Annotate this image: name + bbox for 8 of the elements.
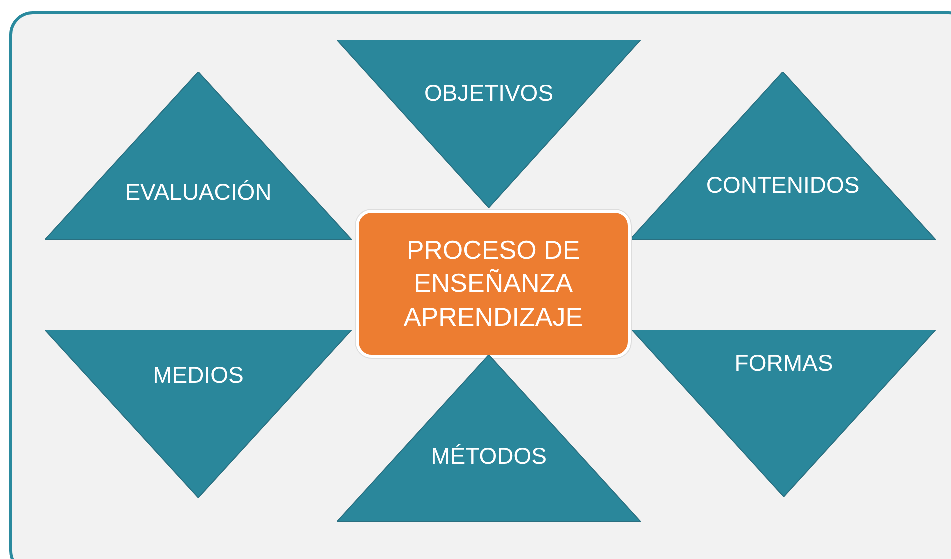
node-label: PROCESO DE ENSEÑANZA APRENDIZAJE [402,234,584,334]
node-label: FORMAS [734,350,834,378]
node-label: MEDIOS [153,362,244,390]
process-box [356,210,631,358]
node-label: CONTENIDOS [706,172,860,200]
node-label: MÉTODOS [431,443,547,471]
node-label: EVALUACIÓN [125,179,272,207]
node-label: OBJETIVOS [424,80,554,108]
